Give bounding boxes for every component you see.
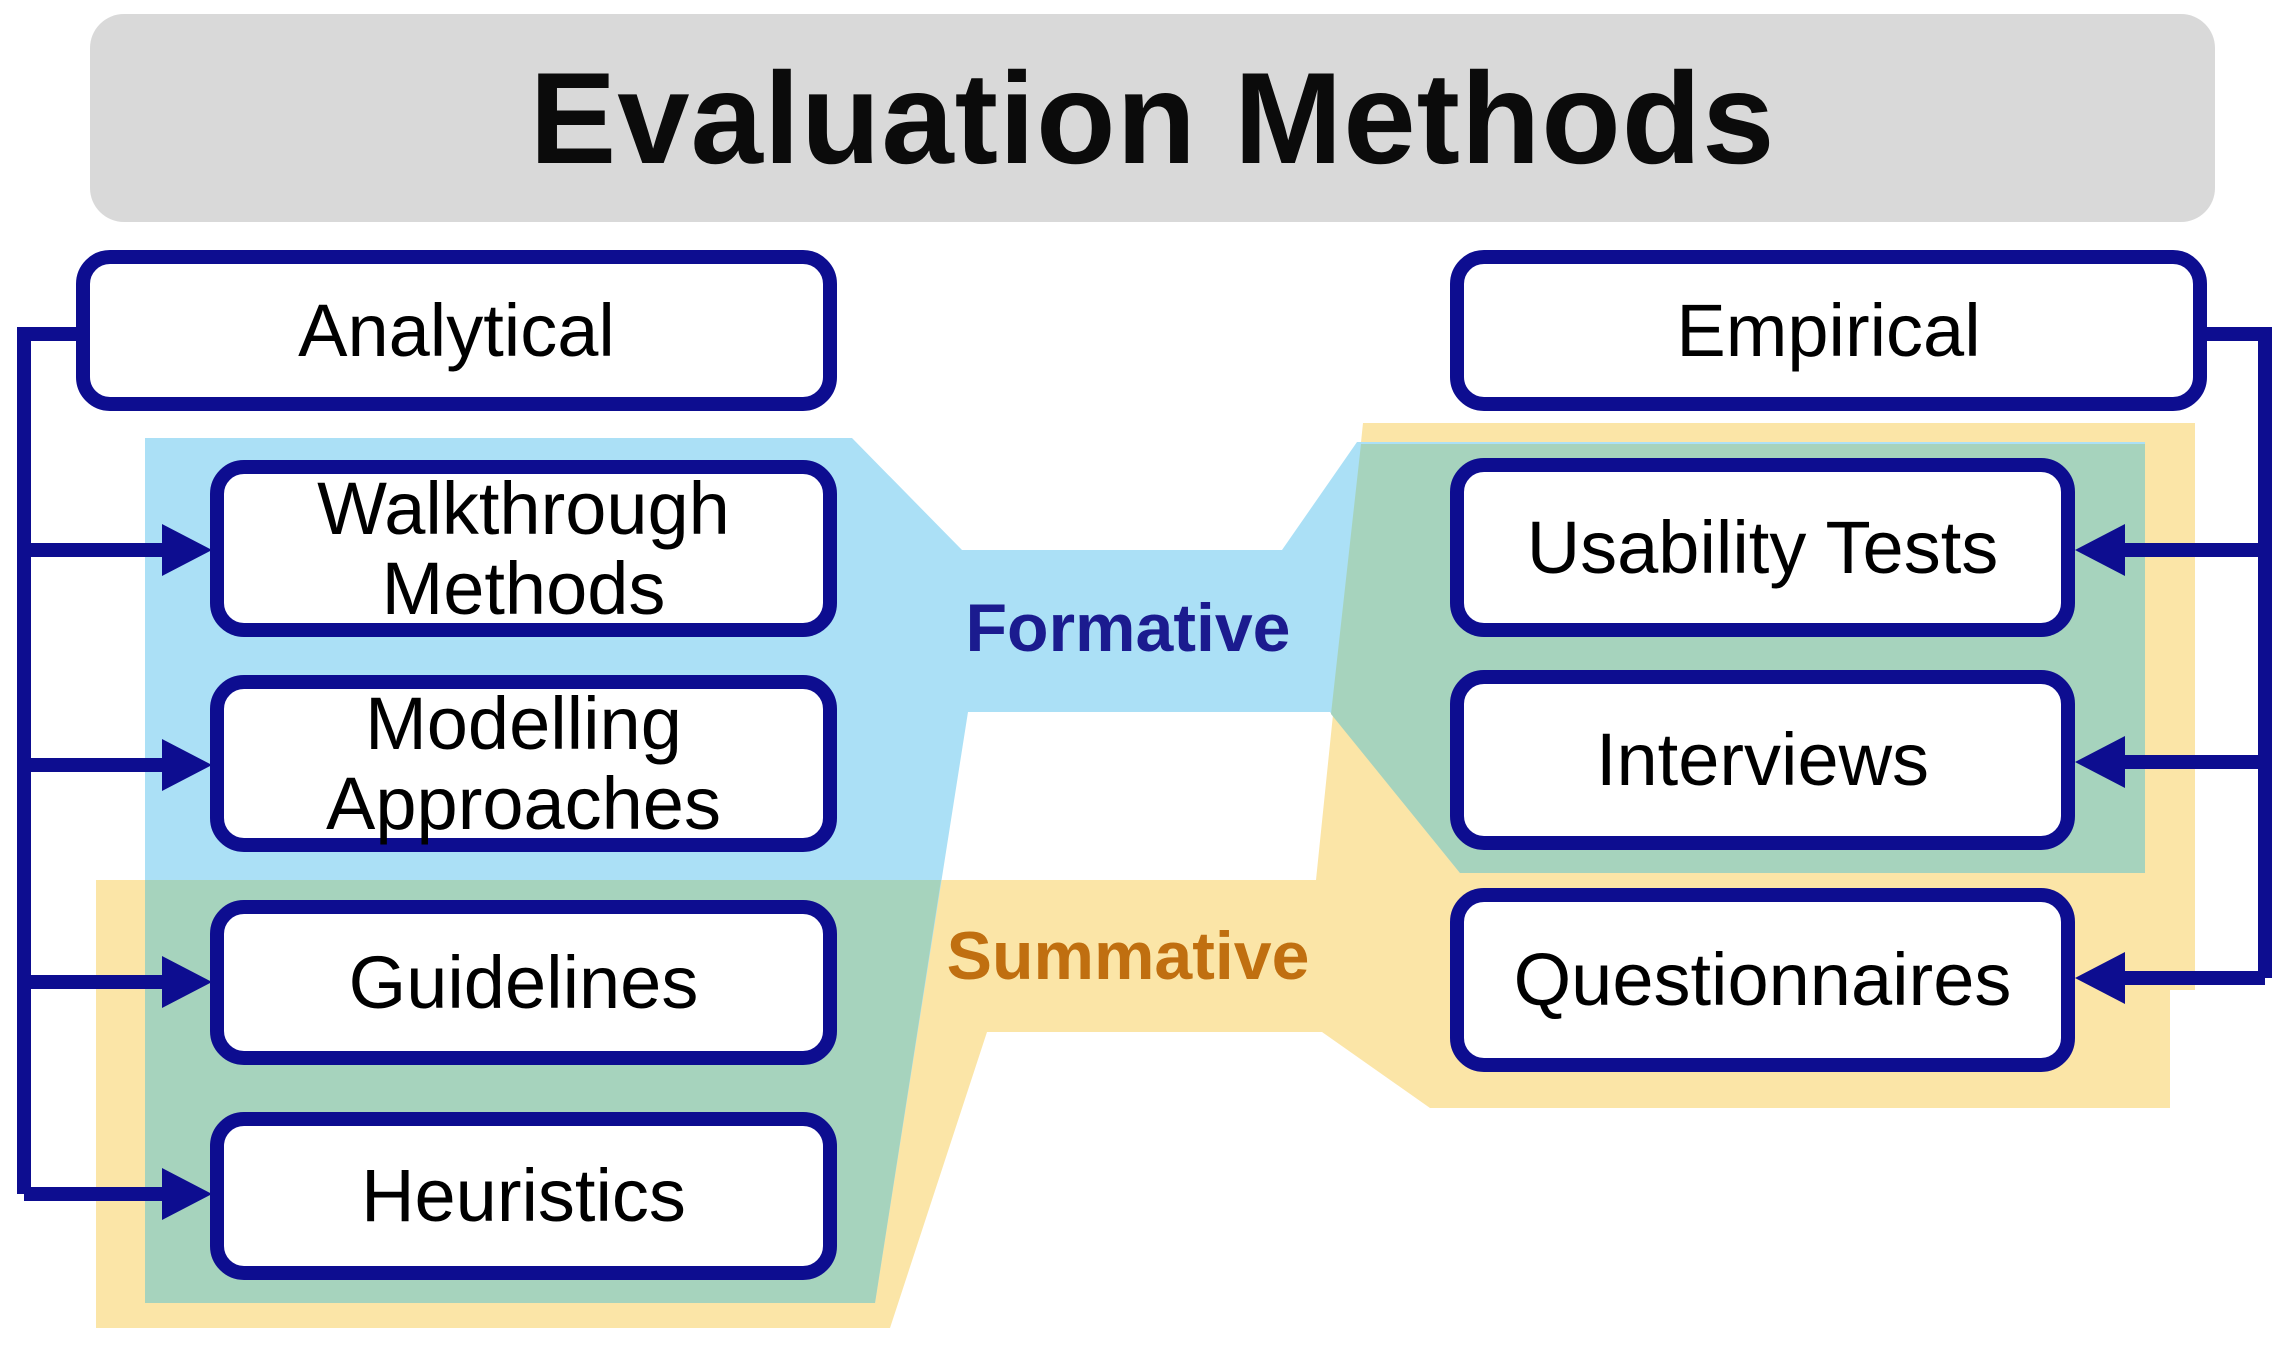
node-modelling-approaches-label: Modelling Approaches xyxy=(326,681,721,845)
node-questionnaires: Questionnaires xyxy=(1450,888,2075,1072)
node-usability-tests-label: Usability Tests xyxy=(1526,505,1999,589)
node-usability-tests: Usability Tests xyxy=(1450,458,2075,637)
node-heuristics: Heuristics xyxy=(210,1112,837,1280)
node-interviews: Interviews xyxy=(1450,670,2075,850)
arrowhead-usability-tests xyxy=(2075,524,2125,576)
node-empirical-label: Empirical xyxy=(1676,288,1981,372)
node-walkthrough-methods: Walkthrough Methods xyxy=(210,460,837,637)
arrowhead-modelling xyxy=(162,739,212,791)
arrowhead-interviews xyxy=(2075,736,2125,788)
arrowhead-guidelines xyxy=(162,956,212,1008)
page-title: Evaluation Methods xyxy=(529,45,1776,191)
node-interviews-label: Interviews xyxy=(1595,718,1930,802)
node-analytical-label: Analytical xyxy=(298,288,615,372)
node-questionnaires-label: Questionnaires xyxy=(1513,938,2012,1022)
node-walkthrough-methods-label: Walkthrough Methods xyxy=(317,466,730,630)
node-heuristics-label: Heuristics xyxy=(361,1154,686,1238)
arrowhead-walkthrough xyxy=(162,524,212,576)
diagram-title-bar: Evaluation Methods xyxy=(90,14,2215,222)
node-empirical: Empirical xyxy=(1450,250,2207,411)
formative-band-label: Formative xyxy=(965,590,1291,666)
node-guidelines-label: Guidelines xyxy=(348,940,699,1024)
empirical-connector-lines xyxy=(2123,327,2272,985)
node-modelling-approaches: Modelling Approaches xyxy=(210,675,837,852)
summative-band-label: Summative xyxy=(946,918,1310,994)
node-analytical: Analytical xyxy=(76,250,837,411)
arrowhead-questionnaires xyxy=(2075,952,2125,1004)
analytical-connector-lines xyxy=(17,327,164,1201)
node-guidelines: Guidelines xyxy=(210,900,837,1065)
arrowhead-heuristics xyxy=(162,1168,212,1220)
